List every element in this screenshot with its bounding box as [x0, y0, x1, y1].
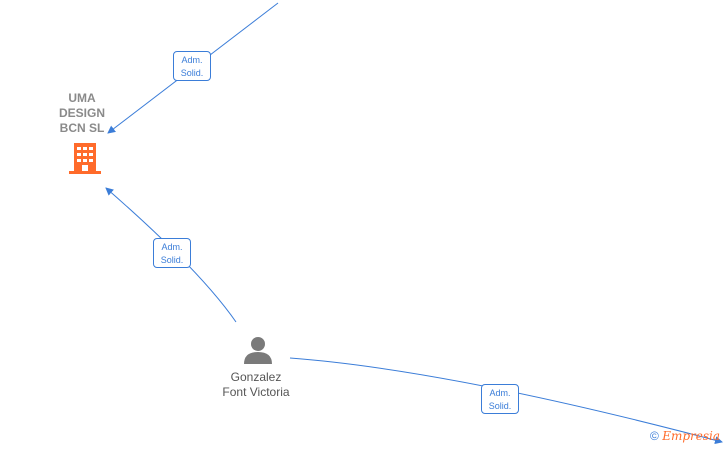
watermark: © Empresia — [650, 429, 720, 443]
edge-label-person-to-right[interactable]: Adm. Solid. — [481, 384, 519, 414]
edge-label-top[interactable]: Adm. Solid. — [173, 51, 211, 81]
building-icon[interactable] — [69, 143, 101, 174]
company-name[interactable]: UMA DESIGN BCN SL — [58, 91, 105, 135]
copyright-icon: © — [650, 429, 659, 443]
edge-line-person-to-right — [289, 357, 723, 445]
person-name[interactable]: Gonzalez Font Victoria — [222, 370, 290, 399]
edge-label-person-to-company[interactable]: Adm. Solid. — [153, 238, 191, 268]
brand-logo: Empresia — [662, 429, 720, 443]
person-icon[interactable] — [244, 337, 272, 364]
